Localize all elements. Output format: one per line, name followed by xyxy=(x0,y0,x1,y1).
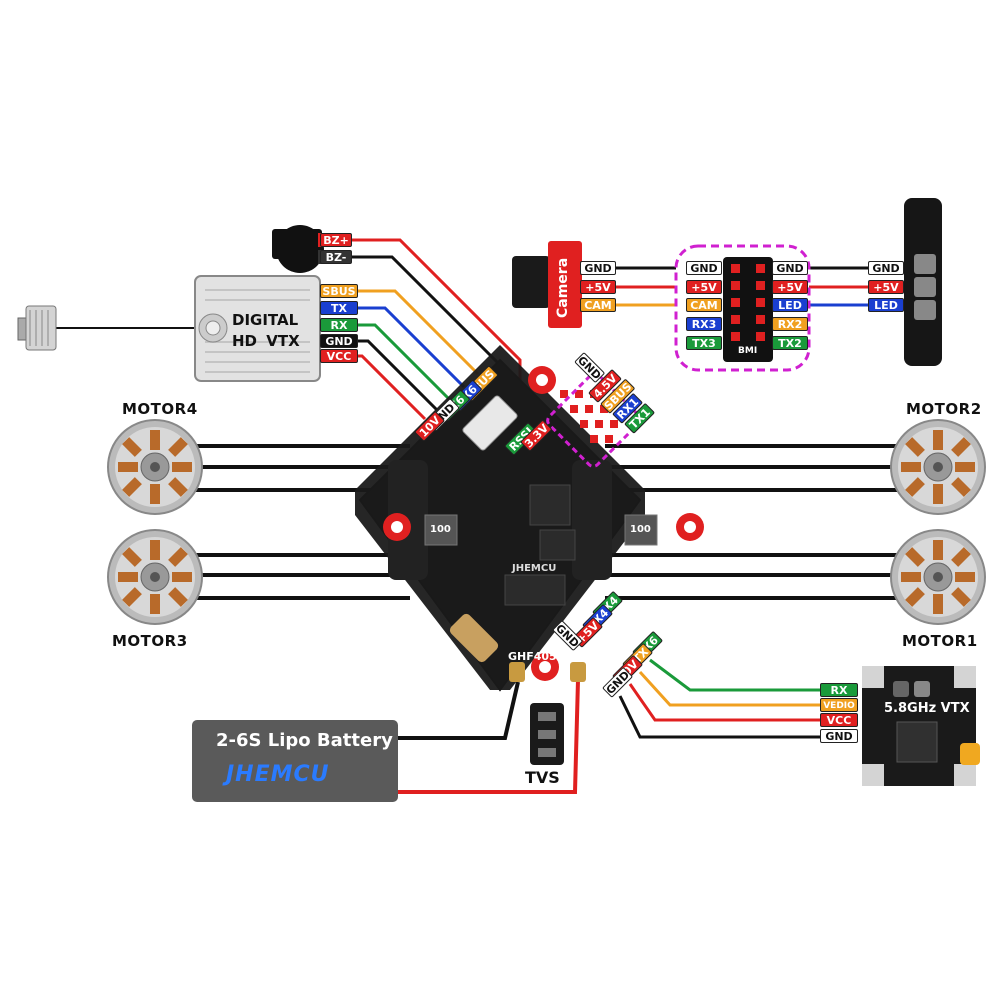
hd-vtx-wires xyxy=(358,289,480,421)
buzzer-pin-bz-minus: BZ- xyxy=(320,250,352,264)
tvs-component xyxy=(530,703,564,765)
vtx-pin-vcc: VCC xyxy=(820,713,858,727)
board-brand-label: JHEMCU xyxy=(512,563,557,574)
vtx-pin-vedio: VEDIO xyxy=(820,698,858,712)
hd-vtx-pin-vcc: VCC xyxy=(320,349,358,363)
battery-label: 2-6S Lipo Battery xyxy=(216,730,393,751)
led-strip-icon xyxy=(904,198,942,366)
board-model-label: GHF405AIO xyxy=(508,650,579,663)
fc-pad-tx3: TX3 xyxy=(686,336,722,350)
antenna-icon xyxy=(17,305,57,351)
camera-pin-cam: CAM xyxy=(580,298,616,312)
digital-vtx-label-line1: DIGITAL xyxy=(232,311,299,329)
digital-vtx-box xyxy=(194,275,321,382)
camera-label: Camera xyxy=(555,257,571,318)
motor1-label: MOTOR1 xyxy=(902,632,978,650)
analog-vtx-box xyxy=(862,666,980,786)
inductor-label-left: 100 xyxy=(430,524,451,535)
motor3-icon xyxy=(107,529,203,625)
led-pin-gnd: GND xyxy=(868,261,904,275)
motor4-label: MOTOR4 xyxy=(122,400,198,418)
motor3-label: MOTOR3 xyxy=(112,632,188,650)
motor2-label: MOTOR2 xyxy=(906,400,982,418)
fc-pad-led: LED xyxy=(772,298,808,312)
hd-vtx-pin-gnd: GND xyxy=(320,334,358,348)
fc-pad-5v-right: +5V xyxy=(772,280,808,294)
fc-pad-rx2: RX2 xyxy=(772,317,808,331)
fc-pad-5v-left: +5V xyxy=(686,280,722,294)
camera-pin-5v: +5V xyxy=(580,280,616,294)
hd-vtx-pin-sbus: SBUS xyxy=(320,284,358,298)
analog-vtx-wires xyxy=(618,658,820,739)
battery-wires xyxy=(398,679,580,794)
motor2-icon xyxy=(890,419,986,515)
vtx-pin-gnd: GND xyxy=(820,729,858,743)
camera-pin-gnd: GND xyxy=(580,261,616,275)
bmi-label: BMI xyxy=(738,346,758,356)
fc-pad-gnd-left: GND xyxy=(686,261,722,275)
motor1-icon xyxy=(890,529,986,625)
fc-pad-rx3: RX3 xyxy=(686,317,722,331)
led-pin-led: LED xyxy=(868,298,904,312)
hd-vtx-pin-tx: TX xyxy=(320,301,358,315)
motor-wires xyxy=(195,444,900,600)
bmi-pad-grid xyxy=(723,257,773,362)
digital-vtx-label-line2: HD VTX xyxy=(232,332,300,350)
analog-vtx-label: 5.8GHz VTX xyxy=(884,701,970,716)
fc-pad-cam: CAM xyxy=(686,298,722,312)
battery-brand-logo: JHEMCU xyxy=(226,762,330,787)
battery-box xyxy=(192,720,398,802)
inductor-label-right: 100 xyxy=(630,524,651,535)
tvs-label: TVS xyxy=(525,768,560,787)
camera-icon xyxy=(512,241,582,328)
motor4-icon xyxy=(107,419,203,515)
led-wires xyxy=(808,266,868,307)
fc-pad-gnd-right: GND xyxy=(772,261,808,275)
hd-vtx-pin-rx: RX xyxy=(320,318,358,332)
buzzer-pin-bz-plus: BZ+ xyxy=(320,233,352,247)
led-pin-5v: +5V xyxy=(868,280,904,294)
vtx-pin-rx: RX xyxy=(820,683,858,697)
fc-pad-tx2: TX2 xyxy=(772,336,808,350)
